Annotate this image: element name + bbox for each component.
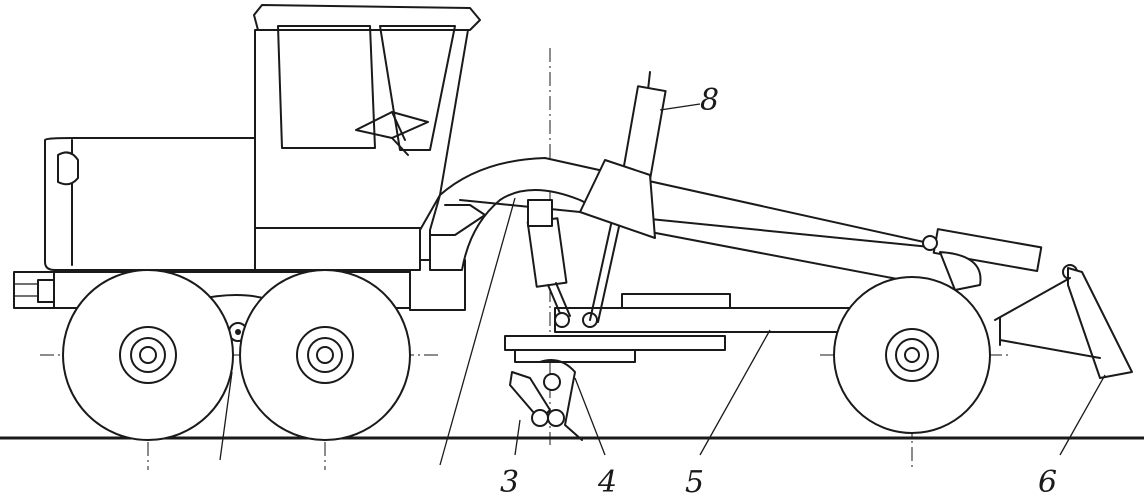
label-6: 6	[1038, 465, 1057, 496]
front-frame-arch	[429, 157, 961, 291]
blade-beam	[504, 293, 856, 363]
cylinder-8	[579, 71, 667, 239]
rear-wheel-1	[62, 269, 234, 441]
rear-wheel-2	[239, 269, 411, 441]
ripper	[509, 359, 583, 441]
label-4: 4	[597, 465, 617, 496]
dozer-blade	[994, 267, 1133, 379]
label-8: 8	[700, 83, 719, 118]
cab	[253, 4, 481, 271]
lift-cylinders	[526, 199, 621, 328]
label-3: 3	[500, 465, 519, 496]
front-wheel	[833, 276, 991, 434]
label-5: 5	[685, 465, 704, 496]
front-bumper	[13, 271, 55, 309]
engine-hood	[44, 137, 263, 271]
leader-lines	[219, 103, 1106, 466]
